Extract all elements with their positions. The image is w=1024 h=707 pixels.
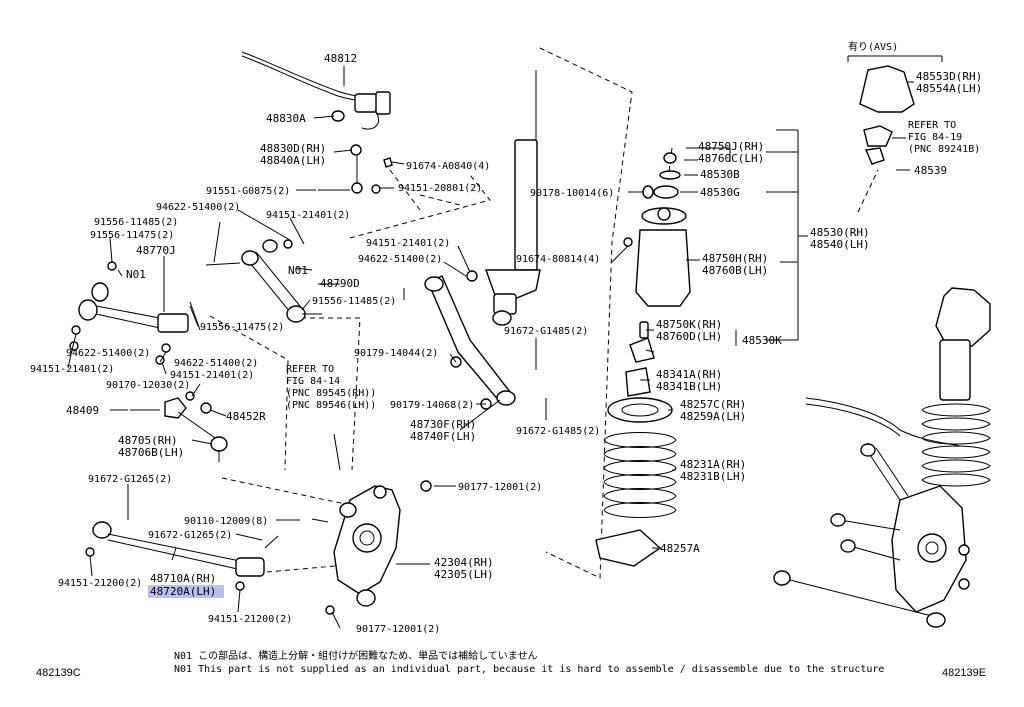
- label-ref14-line3: (PNC 89545(RH)): [286, 388, 376, 399]
- label-94151-21401-d: 94151-21401(2): [366, 238, 450, 249]
- label-48231a: 48231A(RH): [680, 458, 746, 471]
- label-48452r: 48452R: [226, 410, 266, 423]
- label-90179-14068: 90179-14068(2): [390, 400, 474, 411]
- label-48706b: 48706B(LH): [118, 446, 184, 459]
- label-48740f: 48740F(LH): [410, 430, 476, 443]
- shock-absorber-drawing: [485, 70, 633, 326]
- label-94622-51400-a: 94622-51400(2): [156, 202, 240, 213]
- label-48840a: 48840A(LH): [260, 154, 326, 167]
- label-48530k: 48530K: [742, 334, 782, 347]
- label-48539: 48539: [914, 164, 947, 177]
- label-90170-12030: 90170-12030(2): [106, 380, 190, 391]
- label-48760b: 48760B(LH): [702, 264, 768, 277]
- label-n01-b: N01: [288, 264, 308, 277]
- label-48830d: 48830D(RH): [260, 142, 326, 155]
- label-91672-g1485-a: 91672-G1485(2): [504, 326, 588, 337]
- label-48530-rh: 48530(RH): [810, 226, 870, 239]
- lower-arm-48710a-drawing: [85, 518, 329, 591]
- label-94151-20801: 94151-20801(2): [398, 183, 482, 194]
- footnotes: N01 この部品は、構造上分解・組付けが困難なため、単品では補給していません N…: [36, 649, 986, 679]
- label-91674-a0840: 91674-A0840(4): [406, 161, 490, 172]
- label-48730f: 48730F(RH): [410, 418, 476, 431]
- label-48553d: 48553D(RH): [916, 70, 982, 83]
- label-avs: 有り(AVS): [848, 40, 898, 53]
- label-48554a: 48554A(LH): [916, 82, 982, 95]
- label-48790d: 48790D: [320, 277, 360, 290]
- label-90177-12001-b: 90177-12001(2): [356, 624, 440, 635]
- label-ref19-line2: FIG 84-19: [908, 132, 962, 143]
- label-48750h: 48750H(RH): [702, 252, 768, 265]
- label-94151-21401-a: 94151-21401(2): [266, 210, 350, 221]
- dashed-group-lines: [209, 47, 879, 579]
- label-90179-14044: 90179-14044(2): [354, 348, 438, 359]
- label-91672-g1265-b: 91672-G1265(2): [148, 530, 232, 541]
- label-94622-51400-b: 94622-51400(2): [66, 348, 150, 359]
- label-91674-80814: 91674-80814(4): [516, 254, 600, 265]
- highlight-48720a: [148, 585, 224, 598]
- label-42305: 42305(LH): [434, 568, 494, 581]
- label-48530g: 48530G: [700, 186, 740, 199]
- part-labels: 48812 48830A 48830D(RH) 48840A(LH) 91674…: [30, 40, 982, 635]
- label-ref19-line1: REFER TO: [908, 120, 956, 131]
- label-48259a: 48259A(LH): [680, 410, 746, 423]
- label-48750j: 48750J(RH): [698, 140, 764, 153]
- knuckle-42304-drawing: [325, 433, 432, 615]
- label-n01-a: N01: [126, 268, 146, 281]
- label-48710a: 48710A(RH): [150, 572, 216, 585]
- label-94622-51400-d: 94622-51400(2): [358, 254, 442, 265]
- label-91556-11485-b: 91556-11485(2): [312, 296, 396, 307]
- label-90177-12001-a: 90177-12001(2): [458, 482, 542, 493]
- label-48830a: 48830A: [266, 112, 306, 125]
- leader-lines: [67, 66, 914, 629]
- label-91672-g1485-b: 91672-G1485(2): [516, 426, 600, 437]
- label-91672-g1265-a: 91672-G1265(2): [88, 474, 172, 485]
- label-91556-11475-a: 91556-11475(2): [90, 230, 174, 241]
- label-91556-11485-a: 91556-11485(2): [94, 217, 178, 228]
- spring-and-mount-stack-drawing: [595, 152, 691, 567]
- label-48770j: 48770J: [136, 244, 176, 257]
- label-48530b: 48530B: [700, 168, 740, 181]
- label-94622-51400-c: 94622-51400(2): [174, 358, 258, 369]
- label-48812: 48812: [324, 52, 357, 65]
- label-ref14-line2: FIG 84-14: [286, 376, 340, 387]
- label-48341a: 48341A(RH): [656, 368, 722, 381]
- label-48705: 48705(RH): [118, 434, 178, 447]
- note-english: N01 This part is not supplied as an indi…: [174, 664, 884, 675]
- label-ref14-line1: REFER TO: [286, 364, 334, 375]
- upper-arm-48790d-drawing: [205, 239, 322, 323]
- avs-parts-drawing: [847, 55, 943, 165]
- label-94151-21401-c: 94151-21401(2): [170, 370, 254, 381]
- diagram-code-left: 482139C: [36, 667, 81, 679]
- label-48720a: 48720A(LH): [150, 585, 216, 598]
- label-94151-21401-b: 94151-21401(2): [30, 364, 114, 375]
- label-48341b: 48341B(LH): [656, 380, 722, 393]
- label-48409: 48409: [66, 404, 99, 417]
- label-90178-10014: 90178-10014(6): [530, 188, 614, 199]
- label-48760c: 48760C(LH): [698, 152, 764, 165]
- assembled-view-drawing: [773, 287, 991, 628]
- label-ref19-line3: (PNC 89241B): [908, 144, 980, 155]
- label-48760d: 48760D(LH): [656, 330, 722, 343]
- label-94151-21200-b: 94151-21200(2): [208, 614, 292, 625]
- label-48540-lh: 48540(LH): [810, 238, 870, 251]
- label-48231b: 48231B(LH): [680, 470, 746, 483]
- label-ref14-line4: (PNC 89546(LH)): [286, 400, 376, 411]
- arm-48770j-drawing: [69, 261, 201, 365]
- label-94151-21200-a: 94151-21200(2): [58, 578, 142, 589]
- label-91556-11475-b: 91556-11475(2): [200, 322, 284, 333]
- label-48257c: 48257C(RH): [680, 398, 746, 411]
- label-90110-12009: 90110-12009(8): [184, 516, 268, 527]
- label-91551-g0875: 91551-G0875(2): [206, 186, 290, 197]
- label-48750k: 48750K(RH): [656, 318, 722, 331]
- label-48257a: 48257A: [660, 542, 700, 555]
- label-42304: 42304(RH): [434, 556, 494, 569]
- diagram-code-right: 482139E: [942, 667, 986, 679]
- stabilizer-bar-drawing: [241, 51, 393, 194]
- note-japanese: N01 この部品は、構造上分解・組付けが困難なため、単品では補給していません: [174, 649, 537, 662]
